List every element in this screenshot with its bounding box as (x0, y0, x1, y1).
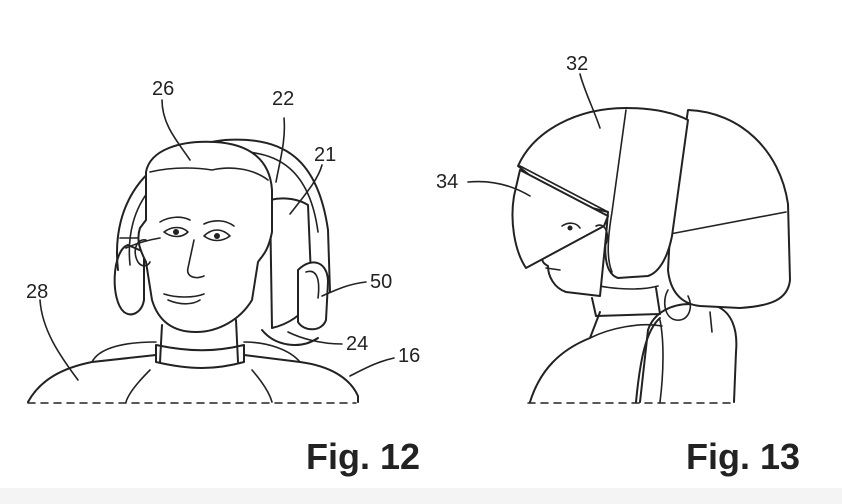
mouth (163, 293, 205, 305)
visor (511, 169, 609, 269)
figure-12-illustration (27, 99, 395, 404)
helmet-seam (607, 109, 627, 273)
headphone-band (116, 138, 331, 293)
leader-32 (579, 73, 601, 129)
caption-fig-13: Fig. 13 (686, 436, 800, 477)
leader-24 (287, 331, 343, 345)
leader-28 (39, 299, 79, 381)
hairline (149, 167, 269, 181)
microphone-boom (125, 237, 161, 249)
rear-shell-split (669, 211, 787, 235)
torso (529, 311, 661, 403)
left-ear-cup (113, 244, 145, 316)
headrest-post (663, 289, 692, 321)
label-50: 50 (370, 271, 392, 293)
right-eye (203, 229, 231, 242)
label-32: 32 (566, 53, 588, 75)
front-helmet-shell (517, 107, 689, 279)
page-bottom-band (0, 488, 842, 504)
label-28: 28 (26, 281, 48, 303)
left-ear (134, 239, 151, 267)
right-ear-cup-pad (305, 270, 320, 299)
left-eye (163, 226, 189, 238)
helmet-rim (519, 165, 609, 213)
left-pupil (173, 229, 179, 235)
collar-band (155, 344, 245, 369)
torso-fold (91, 341, 301, 363)
seat-back-inner (659, 311, 713, 403)
right-pupil (214, 233, 220, 239)
ear (595, 224, 609, 245)
label-22: 22 (272, 88, 294, 110)
nose (186, 239, 205, 279)
figure-13-illustration (467, 73, 791, 404)
torso-shoulder (589, 323, 663, 339)
eye (561, 222, 581, 229)
label-26: 26 (152, 78, 174, 100)
right-ear-cup (297, 261, 329, 331)
torso-lines (125, 369, 273, 403)
label-24: 24 (346, 333, 368, 355)
leader-22 (275, 117, 286, 183)
eyebrows (159, 216, 235, 227)
leader-21 (289, 164, 323, 215)
label-21: 21 (314, 144, 336, 166)
neck-collar (591, 287, 661, 317)
neck (159, 319, 239, 363)
leader-34 (467, 180, 531, 197)
label-16: 16 (398, 345, 420, 367)
leader-50 (321, 281, 367, 297)
seat-back (639, 303, 738, 403)
leader-26 (161, 99, 191, 161)
caption-fig-12: Fig. 12 (306, 436, 420, 477)
label-34: 34 (436, 171, 458, 193)
rear-head-shell (667, 109, 791, 309)
leader-16 (349, 357, 395, 377)
pupil (567, 225, 573, 231)
mouth-profile (545, 267, 561, 271)
